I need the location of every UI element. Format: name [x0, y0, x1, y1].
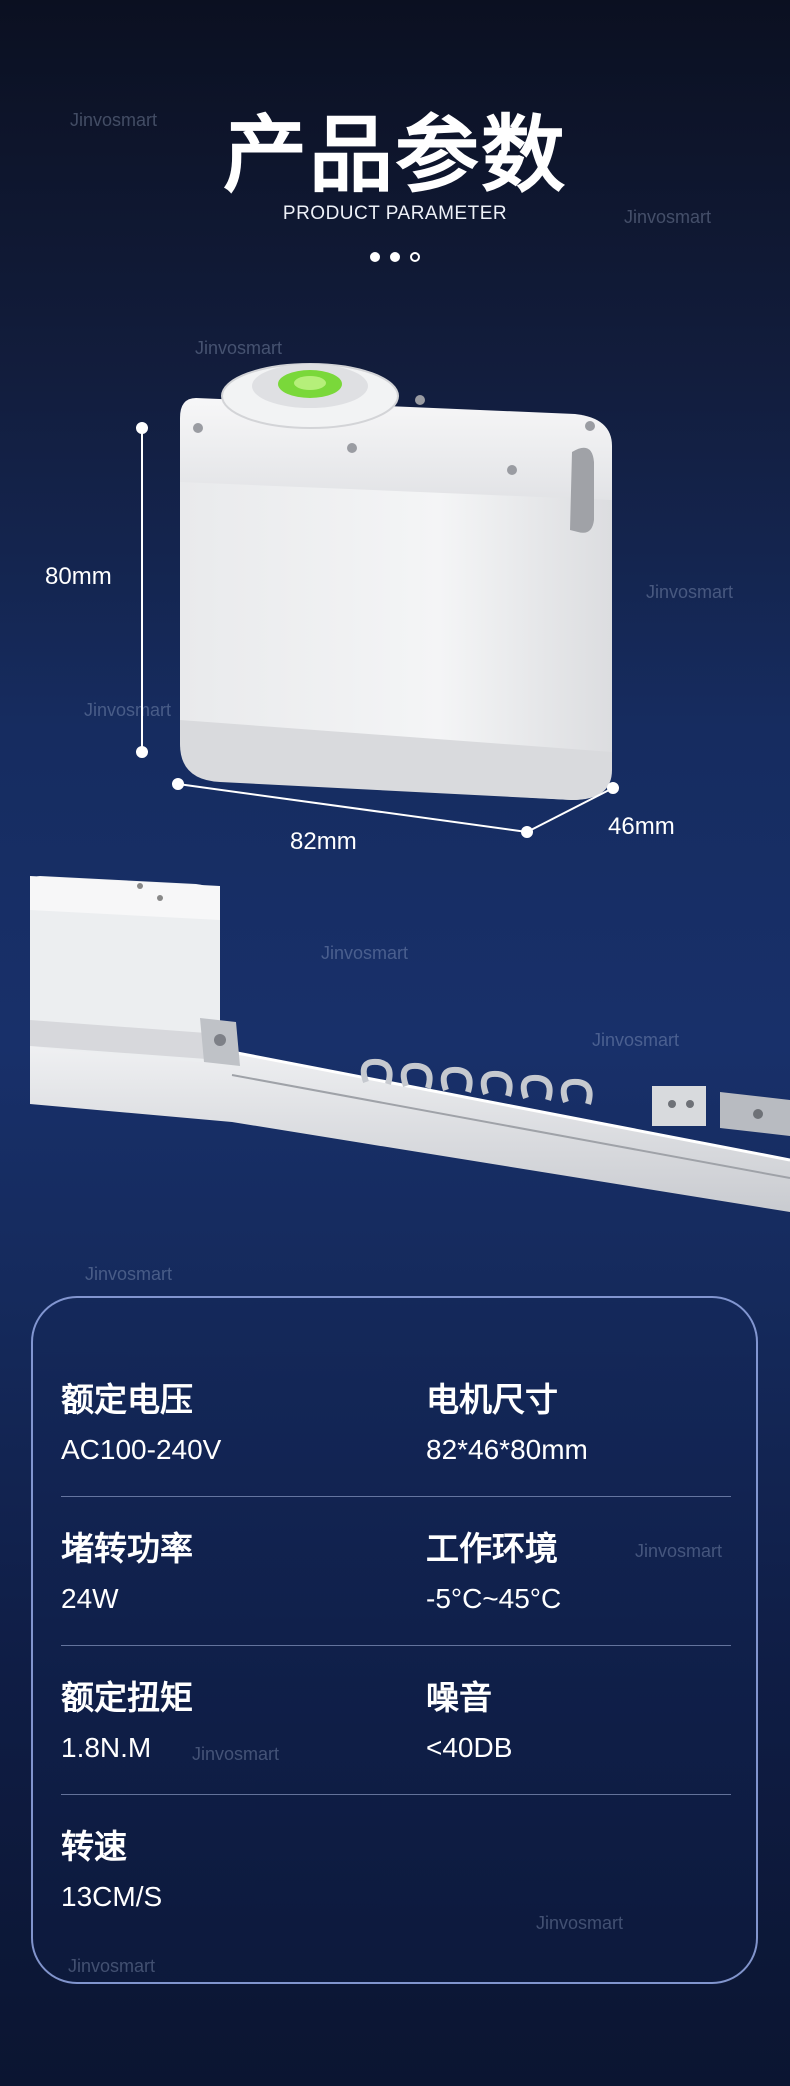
curtain-track-image: [30, 876, 790, 1212]
dimension-width-label: 82mm: [290, 828, 357, 855]
param-value-rated-torque: 1.8N.M: [61, 1732, 152, 1763]
watermark-text: Jinvosmart: [85, 1264, 173, 1284]
param-label-motor-size: 电机尺寸: [426, 1380, 558, 1419]
watermark-text: Jinvosmart: [68, 1956, 156, 1976]
watermark-text: Jinvosmart: [321, 943, 409, 963]
watermark-text: Jinvosmart: [195, 338, 283, 358]
watermark-text: Jinvosmart: [84, 700, 172, 720]
watermark-text: Jinvosmart: [536, 1913, 624, 1933]
param-value-stall-power: 24W: [61, 1583, 119, 1614]
watermark-text: Jinvosmart: [70, 110, 158, 130]
watermark-text: Jinvosmart: [624, 207, 712, 227]
watermark-text: Jinvosmart: [635, 1541, 723, 1561]
motor-product-image: [136, 363, 619, 838]
param-label-stall-power: 堵转功率: [61, 1529, 193, 1568]
carousel-dot-3[interactable]: [410, 252, 420, 262]
carousel-dot-1[interactable]: [370, 252, 380, 262]
divider: [61, 1794, 731, 1795]
dimension-height-label: 80mm: [45, 563, 112, 590]
param-value-speed: 13CM/S: [61, 1881, 163, 1912]
param-label-environment: 工作环境: [426, 1529, 558, 1568]
param-value-motor-size: 82*46*80mm: [426, 1434, 588, 1465]
dimension-depth-label: 46mm: [608, 813, 675, 840]
watermark-text: Jinvosmart: [192, 1744, 280, 1764]
watermark-text: Jinvosmart: [592, 1030, 680, 1050]
carousel-dots: [368, 250, 424, 264]
param-label-noise: 噪音: [426, 1678, 492, 1717]
param-value-rated-voltage: AC100-240V: [61, 1434, 222, 1465]
carousel-dot-2[interactable]: [390, 252, 400, 262]
page-subtitle: PRODUCT PARAMETER: [282, 203, 508, 224]
parameter-panel: 额定电压 AC100-240V 电机尺寸 82*46*80mm 堵转功率 24W…: [31, 1296, 758, 1984]
page-title: 产品参数: [222, 106, 567, 204]
param-label-rated-torque: 额定扭矩: [61, 1678, 193, 1717]
param-value-environment: -5°C~45°C: [426, 1583, 562, 1614]
param-label-rated-voltage: 额定电压: [61, 1380, 193, 1419]
watermark-text: Jinvosmart: [646, 582, 734, 602]
param-label-speed: 转速: [61, 1827, 127, 1866]
divider: [61, 1496, 731, 1497]
divider: [61, 1645, 731, 1646]
param-value-noise: <40DB: [426, 1732, 513, 1763]
